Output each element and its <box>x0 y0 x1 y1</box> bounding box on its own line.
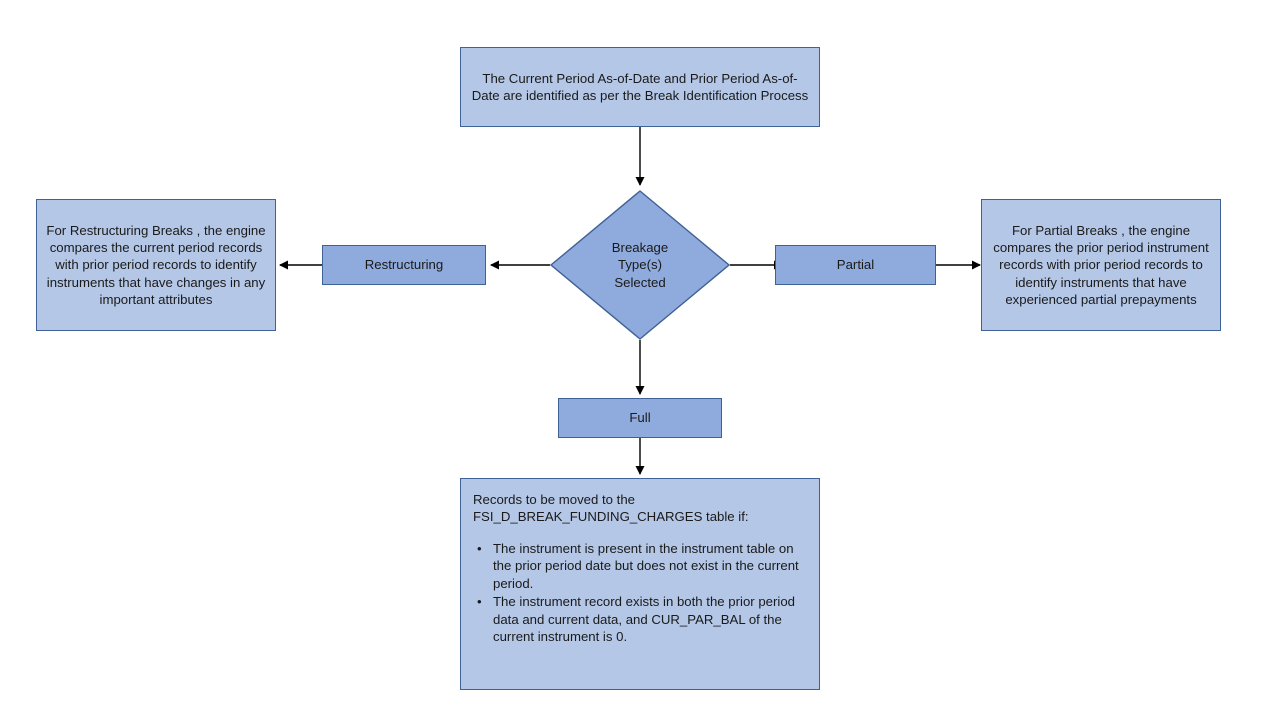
restructuring-description-label: For Restructuring Breaks , the engine co… <box>46 223 266 307</box>
decision-label: Breakage Type(s) Selected <box>611 239 669 290</box>
list-item: • The instrument record exists in both t… <box>473 593 807 645</box>
list-item: • The instrument is present in the instr… <box>473 540 807 592</box>
full-description-box[interactable]: Records to be moved to the FSI_D_BREAK_F… <box>460 478 820 690</box>
bullet-glyph: • <box>477 540 482 556</box>
full-type-box[interactable]: Full <box>558 398 722 438</box>
partial-description-box[interactable]: For Partial Breaks , the engine compares… <box>981 199 1221 331</box>
detail-lead: Records to be moved to the FSI_D_BREAK_F… <box>473 491 807 526</box>
partial-type-box[interactable]: Partial <box>775 245 936 285</box>
start-process-box[interactable]: The Current Period As-of-Date and Prior … <box>460 47 820 127</box>
list-item-text: The instrument record exists in both the… <box>493 594 795 644</box>
restructuring-description-box[interactable]: For Restructuring Breaks , the engine co… <box>36 199 276 331</box>
restructuring-type-label: Restructuring <box>364 256 444 272</box>
full-type-label: Full <box>629 409 651 425</box>
detail-lead-line-2: FSI_D_BREAK_FUNDING_CHARGES table if: <box>473 509 749 525</box>
breakage-type-decision[interactable]: Breakage Type(s) Selected <box>550 190 730 340</box>
list-item-text: The instrument is present in the instrum… <box>493 540 799 591</box>
partial-description-label: For Partial Breaks , the engine compares… <box>993 223 1209 307</box>
detail-lead-line-1: Records to be moved to the <box>473 492 636 507</box>
bullet-glyph: • <box>477 594 482 610</box>
restructuring-type-box[interactable]: Restructuring <box>322 245 486 285</box>
diamond-shape <box>550 190 730 340</box>
start-process-label: The Current Period As-of-Date and Prior … <box>471 70 809 103</box>
detail-bullet-list: • The instrument is present in the instr… <box>473 540 807 646</box>
partial-type-label: Partial <box>836 256 875 272</box>
